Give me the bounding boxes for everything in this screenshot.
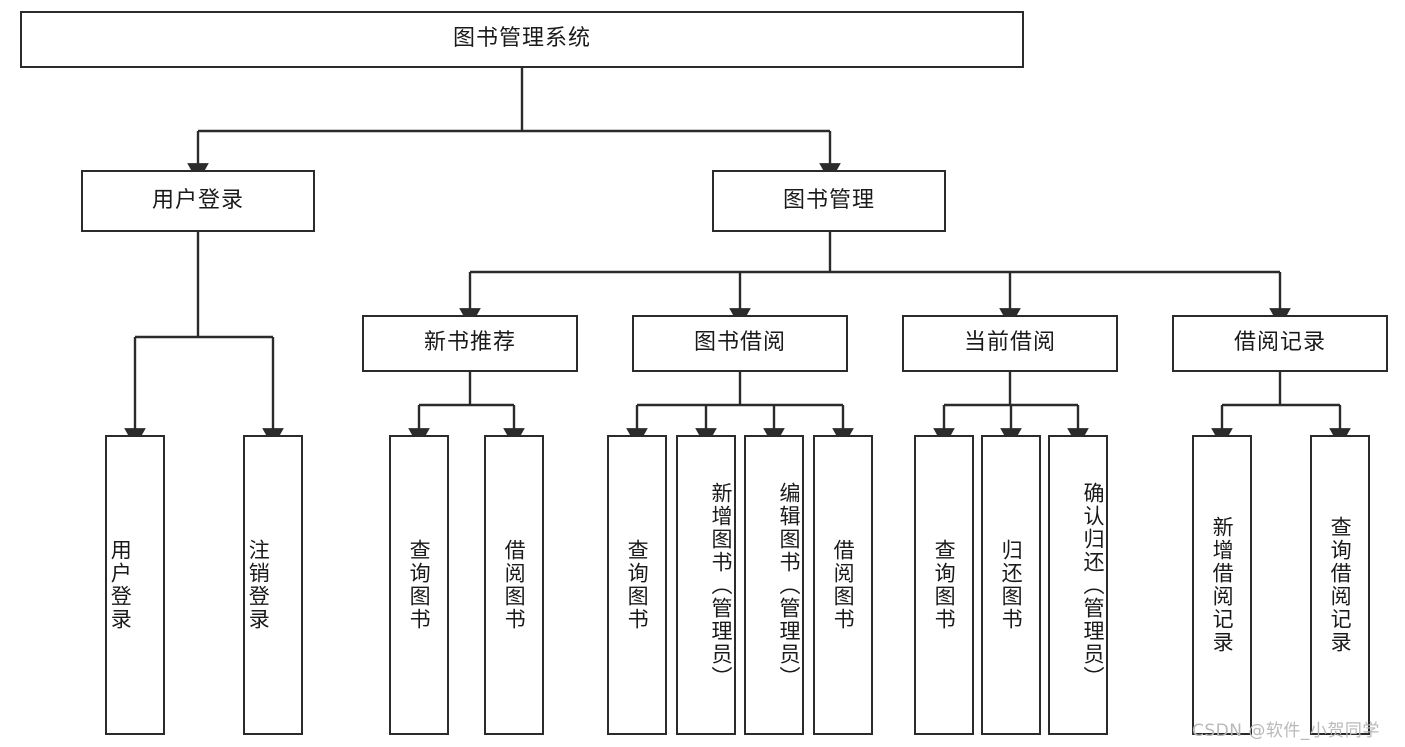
leaf-book-borrow-query[interactable]: 查询图书 [607,435,667,735]
node-root-book-management-system[interactable]: 图书管理系统 [20,11,1024,68]
leaf-add-borrow-record[interactable]: 新增借阅记录 [1192,435,1252,735]
node-label: 新增借阅记录 [1210,516,1235,654]
node-book-management[interactable]: 图书管理 [712,170,946,232]
node-label: 注销登录 [246,539,271,631]
node-new-book-recommend[interactable]: 新书推荐 [362,315,578,372]
node-label: 确认归还（管理员） [1081,481,1105,689]
node-label: 查询图书 [407,539,432,631]
node-label: 借阅记录 [1233,330,1326,356]
leaf-book-edit-admin[interactable]: 编辑图书（管理员） [744,435,804,735]
node-label: 查询借阅记录 [1328,516,1353,654]
leaf-query-borrow-record[interactable]: 查询借阅记录 [1310,435,1370,735]
leaf-user-logout[interactable]: 注销登录 [243,435,303,735]
node-user-login[interactable]: 用户登录 [81,170,315,232]
node-label: 用户登录 [108,539,133,631]
node-label: 图书管理系统 [452,26,591,52]
leaf-confirm-return-admin[interactable]: 确认归还（管理员） [1048,435,1108,735]
leaf-current-borrow-query[interactable]: 查询图书 [914,435,974,735]
node-label: 图书借阅 [693,330,786,356]
leaf-new-book-query[interactable]: 查询图书 [389,435,449,735]
node-label: 新书推荐 [423,330,516,356]
node-label: 借阅图书 [831,539,856,631]
node-label: 查询图书 [625,539,650,631]
node-label: 图书管理 [782,187,875,213]
leaf-new-book-borrow[interactable]: 借阅图书 [484,435,544,735]
node-label: 查询图书 [932,539,957,631]
node-label: 用户登录 [151,187,244,213]
leaf-user-login[interactable]: 用户登录 [105,435,165,735]
node-current-borrow[interactable]: 当前借阅 [902,315,1118,372]
node-book-borrow[interactable]: 图书借阅 [632,315,848,372]
node-label: 编辑图书（管理员） [777,481,801,689]
node-label: 借阅图书 [502,539,527,631]
csdn-watermark: CSDN @软件_小贺同学 [1192,721,1380,741]
leaf-book-add-admin[interactable]: 新增图书（管理员） [676,435,736,735]
leaf-book-borrow-action[interactable]: 借阅图书 [813,435,873,735]
node-label: 新增图书（管理员） [709,481,733,689]
node-label: 当前借阅 [963,330,1056,356]
leaf-current-borrow-return[interactable]: 归还图书 [981,435,1041,735]
node-label: 归还图书 [999,539,1024,631]
node-borrow-record[interactable]: 借阅记录 [1172,315,1388,372]
